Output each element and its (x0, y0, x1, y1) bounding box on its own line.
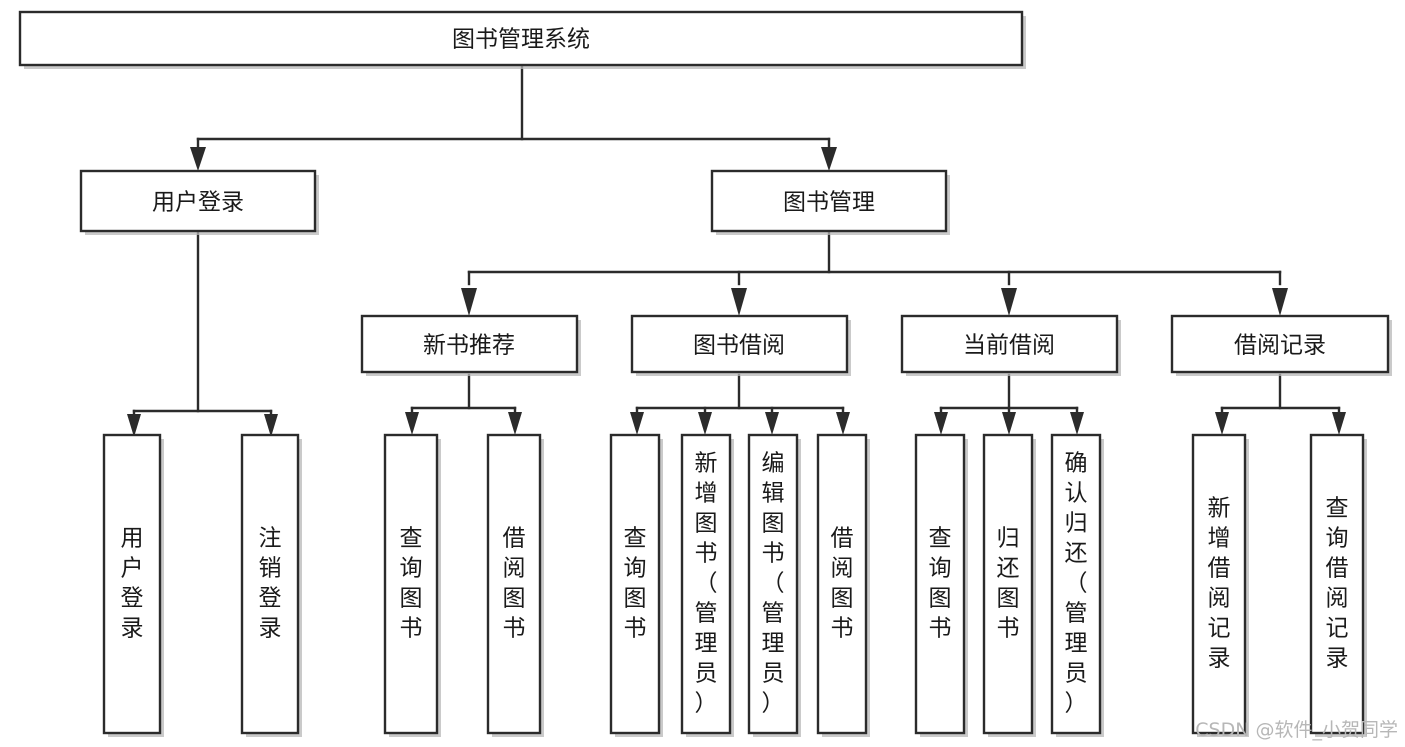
leaf-add-book-admin[interactable]: 新增图书（管理员） (680, 433, 734, 737)
node-rect (1309, 433, 1365, 735)
arrow-head-icon (461, 288, 477, 316)
leaf-query-book-current[interactable]: 查询图书 (914, 433, 968, 737)
arrow-head-icon (1272, 288, 1288, 316)
arrow-head-icon (836, 412, 850, 435)
leaf-return-book[interactable]: 归还图书 (982, 433, 1036, 737)
node-new-book-recommend[interactable]: 新书推荐 (360, 314, 581, 376)
node-rect (680, 433, 732, 735)
leaf-borrow-book[interactable]: 借阅图书 (816, 433, 870, 737)
node-label: 借阅记录 (1234, 333, 1326, 359)
leaf-query-book-new[interactable]: 查询图书 (383, 433, 441, 737)
node-rect (747, 433, 799, 735)
node-rect (102, 433, 162, 735)
arrow-head-icon (127, 414, 141, 437)
leaf-add-borrow-record[interactable]: 新增借阅记录 (1191, 433, 1249, 737)
node-label: 新书推荐 (423, 333, 515, 359)
node-user-login[interactable]: 用户登录 (79, 169, 319, 235)
node-label: 新增借阅记录 (1208, 496, 1231, 672)
node-current-borrow[interactable]: 当前借阅 (900, 314, 1121, 376)
arrow-head-icon (698, 412, 712, 435)
watermark: CSDN @软件_小贺同学 (1195, 719, 1398, 741)
leaf-logout[interactable]: 注销登录 (240, 433, 302, 737)
node-rect (710, 169, 948, 233)
leaf-edit-book-admin[interactable]: 编辑图书（管理员） (747, 433, 801, 737)
node-label: 新增图书（管理员） (695, 451, 718, 717)
arrow-head-icon (630, 412, 644, 435)
arrow-head-icon (264, 414, 278, 437)
arrow-head-icon (821, 147, 837, 171)
node-borrow-record[interactable]: 借阅记录 (1170, 314, 1392, 376)
node-label: 图书管理系统 (452, 27, 590, 53)
arrow-head-icon (731, 288, 747, 316)
node-label: 用户登录 (121, 526, 144, 642)
node-label: 图书管理 (783, 190, 875, 216)
node-label: 当前借阅 (963, 333, 1055, 359)
node-label: 归还图书 (997, 526, 1020, 642)
node-label: 查询借阅记录 (1326, 496, 1349, 672)
node-label: 查询图书 (624, 526, 647, 642)
arrow-head-icon (1070, 412, 1084, 435)
leaf-user-login[interactable]: 用户登录 (102, 433, 164, 737)
node-rect (79, 169, 317, 233)
node-rect (1191, 433, 1247, 735)
node-rect (383, 433, 439, 735)
node-rect (982, 433, 1034, 735)
node-rect (816, 433, 868, 735)
node-label: 确认归还（管理员） (1065, 451, 1088, 717)
node-label: 编辑图书（管理员） (762, 451, 785, 717)
arrow-head-icon (1332, 412, 1346, 435)
arrow-head-icon (1001, 288, 1017, 316)
leaf-confirm-return-admin[interactable]: 确认归还（管理员） (1050, 433, 1104, 737)
node-label: 查询图书 (400, 526, 423, 642)
node-book-borrow[interactable]: 图书借阅 (630, 314, 851, 376)
node-label: 借阅图书 (503, 526, 526, 642)
arrow-head-icon (1002, 412, 1016, 435)
arrow-head-icon (934, 412, 948, 435)
leaf-borrow-book-new[interactable]: 借阅图书 (486, 433, 544, 737)
node-rect (630, 314, 849, 374)
node-label: 图书借阅 (693, 333, 785, 359)
node-label: 查询图书 (929, 526, 952, 642)
arrow-head-icon (190, 147, 206, 171)
connectors-layer (127, 65, 1346, 437)
node-rect (1050, 433, 1102, 735)
node-rect (900, 314, 1119, 374)
node-label: 用户登录 (152, 190, 244, 216)
node-label: 借阅图书 (831, 526, 854, 642)
arrow-head-icon (1215, 412, 1229, 435)
node-book-management[interactable]: 图书管理 (710, 169, 950, 235)
node-label: 注销登录 (259, 526, 282, 642)
leaf-query-borrow-record[interactable]: 查询借阅记录 (1309, 433, 1367, 737)
leaf-query-book-borrow[interactable]: 查询图书 (609, 433, 663, 737)
node-rect (1170, 314, 1390, 374)
node-rect (18, 10, 1024, 67)
arrow-head-icon (405, 412, 419, 435)
node-rect (609, 433, 661, 735)
node-rect (240, 433, 300, 735)
node-rect (360, 314, 579, 374)
node-rect (914, 433, 966, 735)
arrow-head-icon (508, 412, 522, 435)
arrow-head-icon (765, 412, 779, 435)
node-rect (486, 433, 542, 735)
node-root[interactable]: 图书管理系统 (18, 10, 1026, 69)
